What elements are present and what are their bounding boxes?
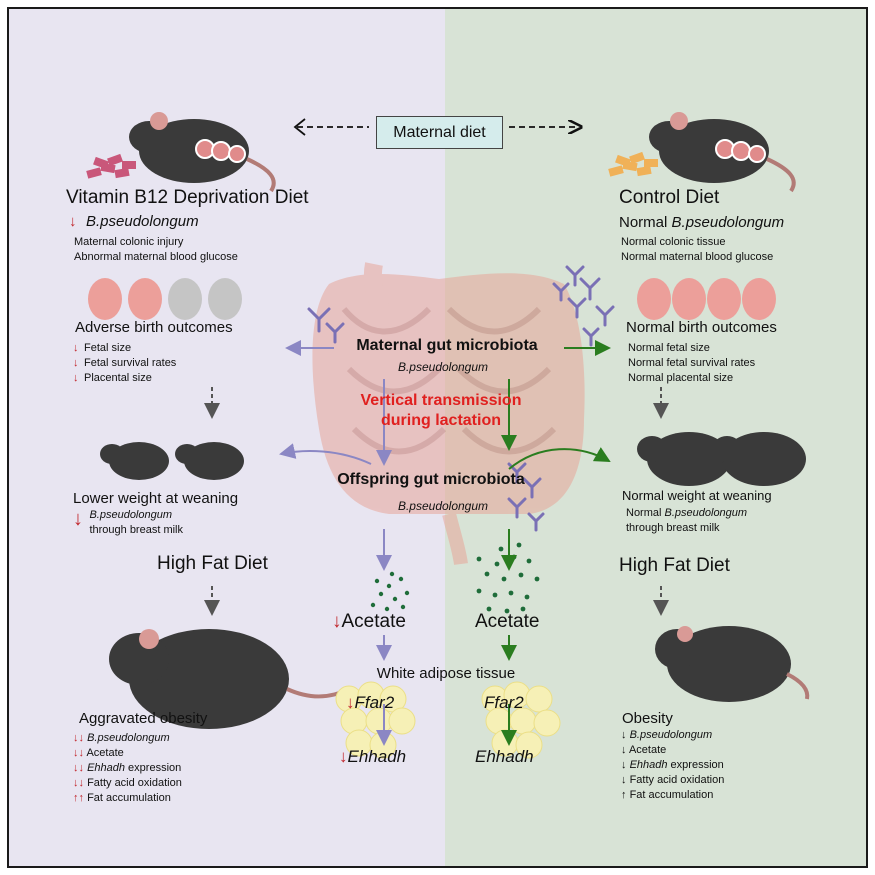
down-arrow-icon: ↓	[73, 508, 83, 530]
offspring-gut-label: Offspring gut microbiota	[337, 471, 525, 488]
control-chow-icon	[608, 151, 658, 177]
right-obesity-items: ↓ B.pseudolongum ↓ Acetate ↓ Ehhadh expr…	[621, 729, 725, 801]
down-arrow-icon: ↓	[346, 693, 355, 712]
maternal-gut-label: Maternal gut microbiota	[356, 337, 538, 354]
right-microbe-line: Normal B.pseudolongum	[619, 214, 785, 231]
right-birth-items: Normal fetal size Normal fetal survival …	[628, 342, 756, 384]
weanling-mice-right	[637, 432, 806, 486]
right-weaning-note: Normal B.pseudolongum through breast mil…	[626, 507, 748, 534]
b12-deficient-chow-icon	[86, 153, 136, 179]
down-arrow-icon: ↓	[73, 357, 79, 369]
dashed-arrows	[204, 387, 669, 616]
right-maternal-effects: Normal colonic tissue Normal maternal bl…	[621, 236, 774, 263]
down-arrow-icon: ↓	[332, 611, 342, 632]
weanling-mice-left	[100, 442, 244, 480]
figure-frame: Maternal diet Vitamin B12 Deprivation Di…	[7, 7, 868, 868]
right-ehhadh-label: Ehhadh	[475, 747, 534, 766]
vertical-transmission-label: Vertical transmission during lactation	[360, 392, 522, 429]
down-arrow-icon: ↓	[69, 213, 77, 230]
left-obesity-items: ↓↓ B.pseudolongum ↓↓ Acetate ↓↓ Ehhadh e…	[73, 732, 182, 804]
illustration-layer	[86, 112, 810, 759]
white-adipose-label: White adipose tissue	[376, 665, 516, 682]
pregnant-mouse-right	[649, 112, 796, 193]
left-ffar2-label: ↓Ffar2	[346, 693, 395, 712]
left-microbe-line: ↓B.pseudolongum	[69, 213, 199, 230]
pups-right-icon	[637, 278, 776, 320]
left-hfd-label: High Fat Diet	[157, 553, 268, 574]
left-birth-title: Adverse birth outcomes	[75, 319, 233, 336]
obese-mouse-left	[109, 629, 350, 729]
right-diet-title: Control Diet	[619, 187, 720, 208]
purple-pathway-arrows	[279, 340, 392, 746]
left-obesity-title: Aggravated obesity	[79, 710, 208, 727]
pregnant-mouse-left	[129, 112, 276, 193]
left-diet-title: Vitamin B12 Deprivation Diet	[66, 187, 309, 208]
right-obesity-title: Obesity	[622, 710, 673, 727]
right-acetate-label: Acetate	[475, 611, 540, 632]
down-arrow-icon: ↓	[73, 342, 79, 354]
pups-left-icon	[88, 278, 242, 320]
right-weaning-title: Normal weight at weaning	[622, 488, 772, 503]
maternal-microbe-label: B.pseudolongum	[397, 360, 489, 374]
maternal-diet-label: Maternal diet	[376, 116, 503, 149]
offspring-microbe-label: B.pseudolongum	[397, 499, 489, 513]
down-arrow-icon: ↓	[73, 372, 79, 384]
left-weaning-note: ↓ B.pseudolongum through breast milk	[73, 508, 183, 536]
down-arrow-icon: ↓	[339, 747, 348, 766]
obese-mouse-right	[655, 626, 810, 702]
adipose-tissue-right	[481, 681, 561, 759]
green-pathway-arrows	[501, 340, 611, 746]
left-ehhadh-label: ↓Ehhadh	[339, 747, 407, 766]
left-acetate-label: ↓Acetate	[332, 611, 406, 632]
acetate-molecules-right	[476, 542, 540, 614]
left-birth-items: ↓Fetal size ↓Fetal survival rates ↓Place…	[73, 342, 177, 384]
acetate-molecules-left	[370, 571, 410, 612]
left-maternal-effects: Maternal colonic injury Abnormal materna…	[74, 236, 238, 263]
right-hfd-label: High Fat Diet	[619, 555, 730, 576]
left-weaning-title: Lower weight at weaning	[73, 490, 239, 507]
right-birth-title: Normal birth outcomes	[626, 319, 777, 336]
right-ffar2-label: Ffar2	[484, 693, 524, 712]
maternal-diet-arrow	[293, 118, 579, 136]
